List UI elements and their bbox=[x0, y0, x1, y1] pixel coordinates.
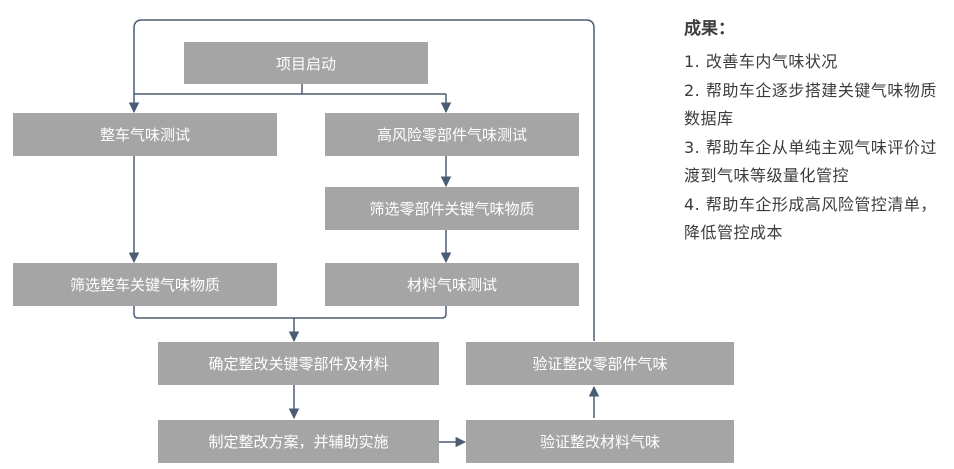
node-project-start: 项目启动 bbox=[184, 42, 428, 84]
result-item: 3. 帮助车企从单纯主观气味评价过渡到气味等级量化管控 bbox=[684, 137, 937, 186]
node-material-odor-test: 材料气味测试 bbox=[325, 263, 579, 306]
result-item: 1. 改善车内气味状况 bbox=[684, 52, 838, 71]
results-title: 成果： bbox=[684, 19, 735, 39]
node-high-risk-parts-test: 高风险零部件气味测试 bbox=[325, 113, 579, 156]
node-verify-parts-odor: 验证整改零部件气味 bbox=[466, 342, 734, 385]
result-item: 4. 帮助车企形成高风险管控清单，降低管控成本 bbox=[684, 194, 937, 243]
node-determine-key-parts-materials: 确定整改关键零部件及材料 bbox=[158, 342, 439, 385]
node-verify-material-odor: 验证整改材料气味 bbox=[466, 420, 734, 463]
node-screen-parts-key-substances: 筛选零部件关键气味物质 bbox=[325, 187, 579, 230]
results-panel: 成果： 1. 改善车内气味状况 2. 帮助车企逐步搭建关键气味物质数据库 3. … bbox=[684, 14, 950, 248]
node-screen-vehicle-key-substances: 筛选整车关键气味物质 bbox=[13, 263, 277, 306]
node-vehicle-odor-test: 整车气味测试 bbox=[13, 113, 277, 156]
node-make-plan: 制定整改方案，并辅助实施 bbox=[158, 420, 439, 463]
result-item: 2. 帮助车企逐步搭建关键气味物质数据库 bbox=[684, 80, 937, 129]
